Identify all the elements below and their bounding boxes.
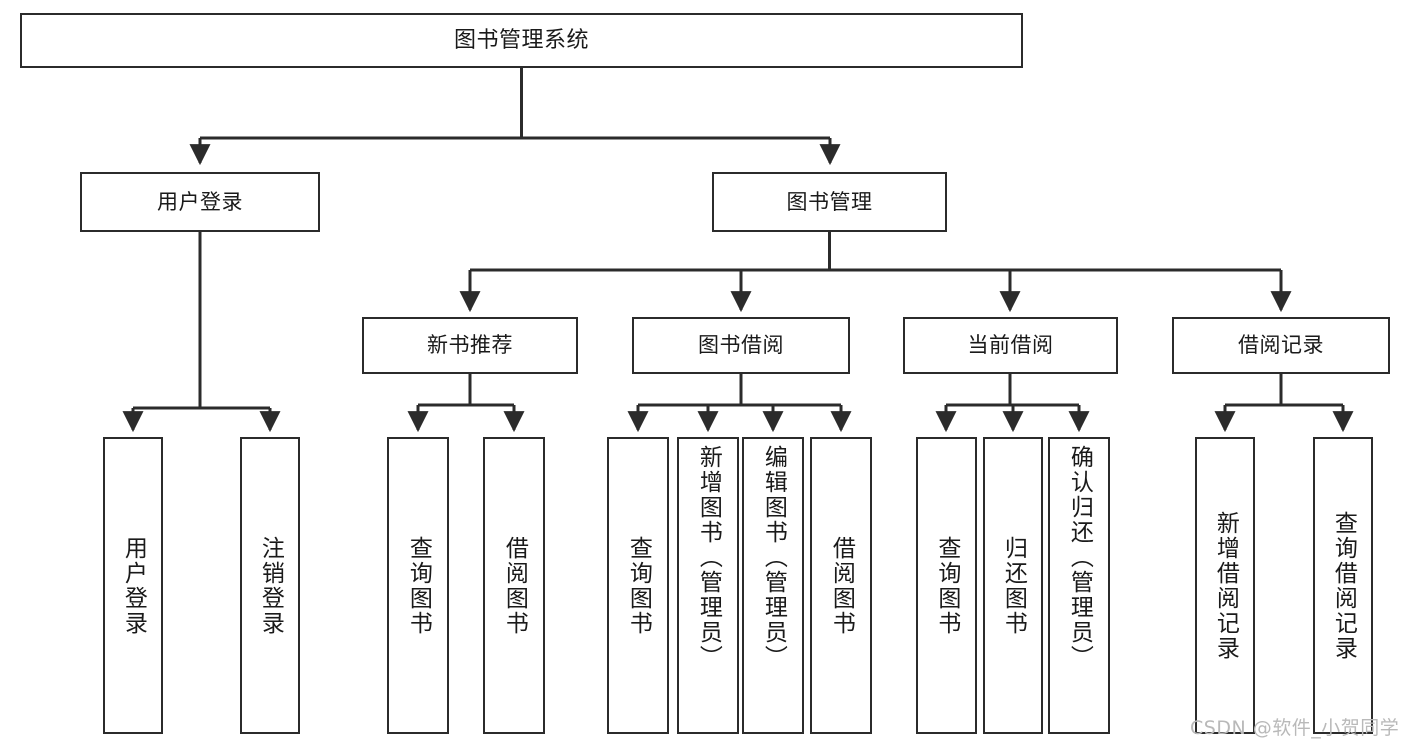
- node-leaf-query-record-label: 查询借阅记录: [1330, 510, 1357, 661]
- node-new-book-recommend[interactable]: 新书推荐: [362, 317, 578, 374]
- node-leaf-user-login-label: 用户登录: [120, 535, 147, 636]
- node-leaf-query-book-2-label: 查询图书: [625, 535, 652, 636]
- node-user-login-label: 用户登录: [157, 189, 243, 214]
- node-current-borrow[interactable]: 当前借阅: [903, 317, 1118, 374]
- node-leaf-query-book-3[interactable]: 查询图书: [916, 437, 977, 734]
- node-leaf-user-logout[interactable]: 注销登录: [240, 437, 300, 734]
- node-leaf-edit-book[interactable]: 编辑图书（管理员）: [742, 437, 804, 734]
- node-book-borrow[interactable]: 图书借阅: [632, 317, 850, 374]
- node-book-borrow-label: 图书借阅: [698, 333, 784, 357]
- node-root-label: 图书管理系统: [453, 27, 589, 53]
- node-leaf-borrow-book-1[interactable]: 借阅图书: [483, 437, 545, 734]
- node-leaf-borrow-book-2[interactable]: 借阅图书: [810, 437, 872, 734]
- node-leaf-add-book[interactable]: 新增图书（管理员）: [677, 437, 739, 734]
- node-leaf-query-book-3-label: 查询图书: [933, 535, 960, 636]
- node-leaf-borrow-book-2-label: 借阅图书: [828, 535, 855, 636]
- node-leaf-add-record-label: 新增借阅记录: [1212, 510, 1239, 661]
- watermark-text: CSDN @软件_小贺同学: [1190, 717, 1400, 739]
- node-leaf-edit-book-label: 编辑图书（管理员）: [760, 445, 787, 670]
- node-leaf-user-login[interactable]: 用户登录: [103, 437, 163, 734]
- node-borrow-record-label: 借阅记录: [1238, 333, 1324, 357]
- node-book-management-label: 图书管理: [786, 189, 873, 214]
- node-leaf-query-book-1-label: 查询图书: [405, 535, 432, 636]
- node-borrow-record[interactable]: 借阅记录: [1172, 317, 1390, 374]
- node-leaf-add-record[interactable]: 新增借阅记录: [1195, 437, 1255, 734]
- node-leaf-add-book-label: 新增图书（管理员）: [695, 445, 722, 670]
- node-leaf-return-book[interactable]: 归还图书: [983, 437, 1043, 734]
- node-new-book-recommend-label: 新书推荐: [427, 333, 513, 357]
- node-root[interactable]: 图书管理系统: [20, 13, 1023, 68]
- node-leaf-query-book-2[interactable]: 查询图书: [607, 437, 669, 734]
- node-book-management[interactable]: 图书管理: [712, 172, 947, 232]
- node-current-borrow-label: 当前借阅: [967, 333, 1054, 357]
- node-leaf-query-record[interactable]: 查询借阅记录: [1313, 437, 1373, 734]
- node-leaf-confirm-return-label: 确认归还（管理员）: [1066, 445, 1093, 670]
- node-user-login[interactable]: 用户登录: [80, 172, 320, 232]
- node-leaf-return-book-label: 归还图书: [1000, 535, 1027, 636]
- node-leaf-confirm-return[interactable]: 确认归还（管理员）: [1048, 437, 1110, 734]
- node-leaf-user-logout-label: 注销登录: [257, 535, 284, 636]
- node-leaf-query-book-1[interactable]: 查询图书: [387, 437, 449, 734]
- node-leaf-borrow-book-1-label: 借阅图书: [501, 535, 528, 636]
